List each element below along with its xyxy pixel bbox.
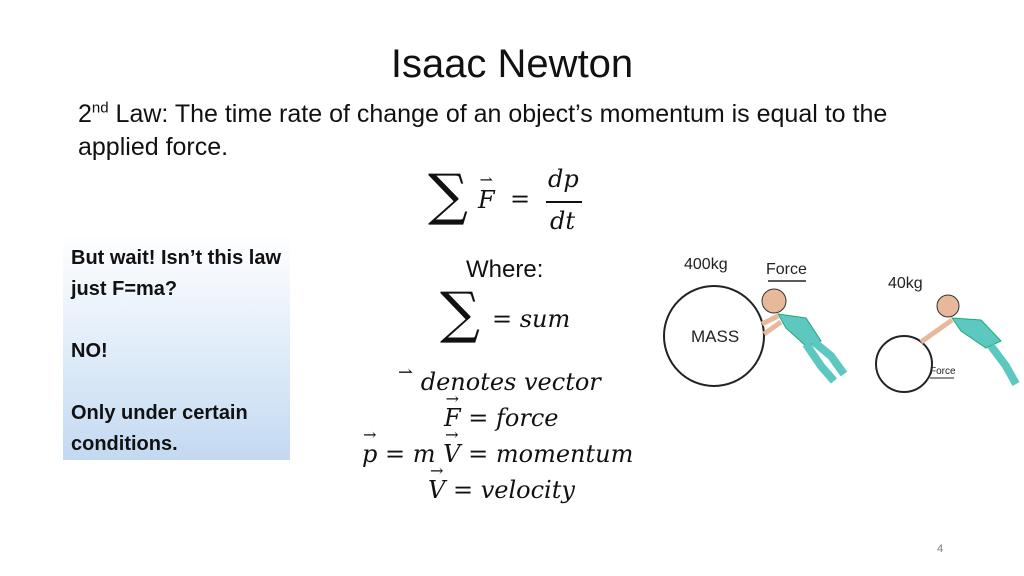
velocity-definition-text: = velocity [452, 476, 575, 504]
law-text: Law: The time rate of change of an objec… [78, 100, 888, 161]
vector-arrow-icon: → [362, 425, 377, 444]
sum-definition: ∑ = sum [440, 281, 600, 355]
left-force-label: Force [766, 261, 807, 278]
law-statement: 2nd Law: The time rate of change of an o… [78, 98, 958, 164]
velocity-symbol-2: →V [428, 461, 446, 505]
vector-definition-text: denotes vector [420, 368, 601, 396]
callout-conditions: Only under certain conditions. [71, 402, 248, 455]
right-mass-label: 40kg [888, 275, 923, 292]
law-ordinal: 2 [78, 100, 92, 128]
velocity-definition: →V = velocity [428, 461, 575, 505]
slide-title: Isaac Newton [390, 42, 634, 86]
momentum-symbol: →p [362, 425, 378, 469]
vector-arrow-icon: ⇀ [479, 170, 494, 189]
callout-question: But wait! Isn’t this law just F=ma? [71, 247, 282, 300]
vector-arrow-icon: → [445, 389, 460, 408]
left-mass-label: 400kg [684, 256, 728, 273]
law-ordinal-suffix: nd [91, 99, 109, 117]
force-definition-text: = force [468, 404, 559, 432]
mass-times: = m [385, 440, 436, 468]
main-equation: ∑ ⇀ F = dp dt [428, 163, 628, 240]
large-mass-ball [663, 285, 765, 387]
left-person-figure [760, 288, 848, 384]
vector-arrow-icon: → [445, 425, 459, 444]
equals-sign: = [510, 185, 531, 213]
fraction-bar [546, 201, 582, 203]
momentum-definition-text: = momentum [468, 440, 634, 468]
fraction-denominator: dt [550, 207, 576, 235]
where-label: Where: [466, 256, 544, 283]
sum-text: = sum [492, 305, 571, 333]
page-number: 4 [937, 543, 944, 555]
callout-answer: NO! [71, 340, 108, 362]
right-force-label: Force [930, 366, 956, 377]
vector-harpoon-icon: ⇀ [398, 362, 414, 383]
sigma-symbol: ∑ [428, 163, 468, 228]
velocity-symbol: →V [443, 425, 461, 469]
callout-box: But wait! Isn’t this law just F=ma? NO! … [63, 235, 290, 460]
force-symbol: →F [444, 389, 461, 433]
momentum-definition: →p = m →V = momentum [362, 425, 634, 469]
pushing-mass-illustration: MASS 400kg Force 40kg Force [663, 256, 1020, 393]
small-mass-ball [875, 335, 933, 393]
force-definition: →F = force [444, 389, 559, 433]
fraction-numerator: dp [548, 165, 579, 193]
sigma-small-symbol: ∑ [440, 281, 480, 346]
vector-definition: ⇀ denotes vector [398, 362, 601, 396]
right-person-figure [919, 294, 1020, 386]
vector-arrow-icon: → [429, 461, 444, 480]
ball-label: MASS [691, 327, 739, 346]
force-vector-symbol: ⇀ F [478, 170, 495, 215]
